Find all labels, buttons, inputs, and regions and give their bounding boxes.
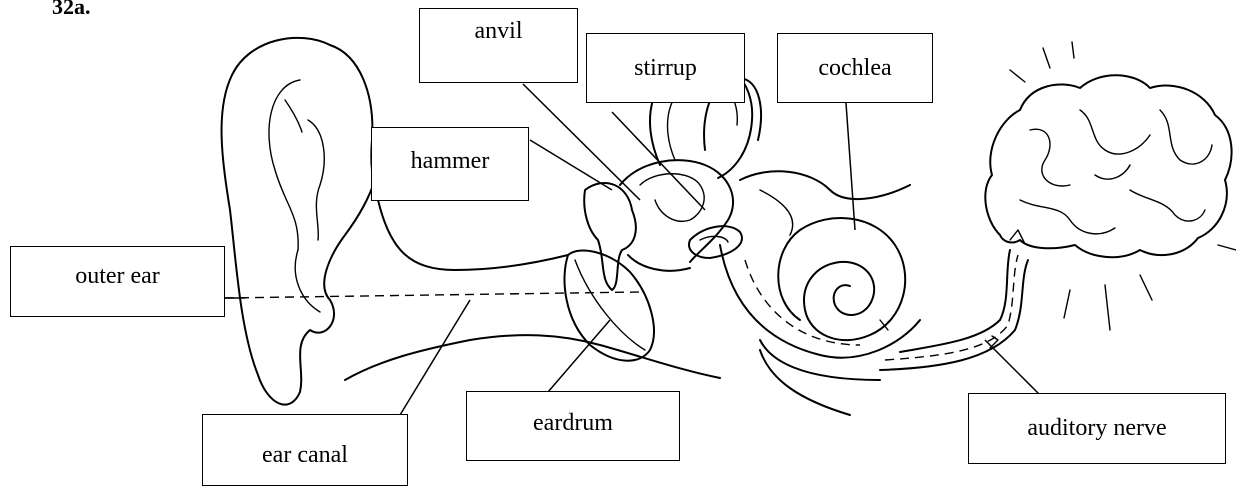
cochlea-drawing (720, 218, 920, 358)
label-ear-canal: ear canal (202, 414, 408, 486)
brain-drawing (985, 75, 1231, 257)
middle-ear-bones-drawing (584, 160, 742, 290)
temporal-bone-outline (760, 350, 850, 415)
eardrum-drawing (564, 250, 653, 360)
label-hammer: hammer (371, 127, 529, 201)
sound-rays-drawing (1010, 42, 1236, 330)
label-cochlea: cochlea (777, 33, 933, 103)
outer-ear-drawing (222, 38, 378, 405)
label-auditory-nerve: auditory nerve (968, 393, 1226, 464)
label-anvil: anvil (419, 8, 578, 83)
label-eardrum: eardrum (466, 391, 680, 461)
label-stirrup: stirrup (586, 33, 745, 103)
label-outer-ear: outer ear (10, 246, 225, 317)
auditory-nerve-drawing (760, 230, 1028, 380)
leader-lines (224, 84, 1040, 415)
